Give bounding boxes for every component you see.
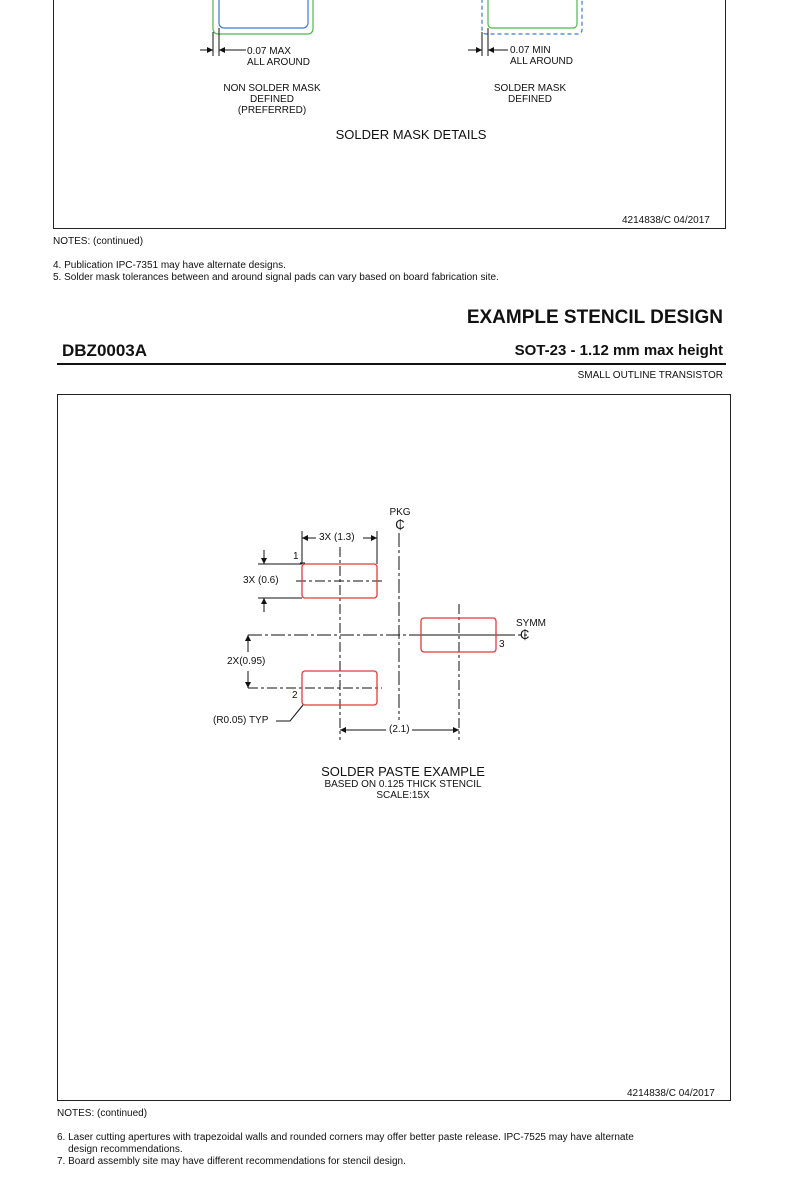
dim-pad-height: 3X (0.6) [243,575,279,586]
smd-label-line1: SOLDER MASK [493,83,567,94]
nsmd-mask-opening [212,0,314,35]
package-name: SOT-23 - 1.12 mm max height [514,342,723,359]
notes-top-heading: NOTES: (continued) [53,236,144,247]
nsmd-dim-sublabel: ALL AROUND [247,57,310,68]
pin-1-label: 1 [293,551,299,562]
smd-pad-detail [468,0,583,56]
dim-pad-pitch: 2X(0.95) [227,656,266,667]
top-doc-ref: 4214838/C 04/2017 [622,215,710,226]
nsmd-dim-label: 0.07 MAX [247,46,291,57]
solder-mask-frame [53,0,726,229]
symm-label: SYMM [516,618,546,629]
smd-mask-opening [481,0,583,35]
nsmd-copper-pad [218,0,309,29]
pkg-label: PKG [389,507,411,518]
pin-3-label: 3 [499,639,505,650]
pin-2-label: 2 [292,690,298,701]
nsmd-label-line3: (PREFERRED) [237,105,307,116]
corner-radius-label: (R0.05) TYP [213,715,269,726]
pad-3-aperture [420,617,497,653]
header-rule [57,363,726,365]
pad-1-aperture [301,563,378,599]
solder-mask-caption: SOLDER MASK DETAILS [335,127,487,142]
nsmd-pad-detail [200,0,314,56]
note-5: 5. Solder mask tolerances between and ar… [53,272,499,283]
bottom-doc-ref: 4214838/C 04/2017 [627,1088,715,1099]
nsmd-label-line2: DEFINED [250,94,294,105]
note-4: 4. Publication IPC-7351 may have alterna… [53,260,286,271]
smd-dim-label: 0.07 MIN [510,45,551,56]
smd-copper-pad [487,0,578,29]
note-6: 6. Laser cutting apertures with trapezoi… [57,1132,634,1143]
package-subtitle: SMALL OUTLINE TRANSISTOR [577,370,723,381]
symm-centerline-symbol: ₵ [520,627,530,642]
dim-pad-span: (2.1) [389,724,410,735]
dim-pad-width: 3X (1.3) [319,532,355,543]
pkg-centerline-symbol: ₵ [395,517,405,532]
pad-2-aperture [301,670,378,706]
stencil-drawing [245,531,527,740]
smd-dim-sublabel: ALL AROUND [510,56,573,67]
note-7: 7. Board assembly site may have differen… [57,1156,406,1167]
stencil-thickness-note: BASED ON 0.125 THICK STENCIL [324,779,482,790]
smd-label-line2: DEFINED [508,94,552,105]
notes-bottom-heading: NOTES: (continued) [57,1108,148,1119]
nsmd-label-line1: NON SOLDER MASK [223,83,321,94]
note-6-continued: design recommendations. [57,1144,183,1155]
scale-note: SCALE:15X [376,790,430,801]
solder-paste-caption: SOLDER PASTE EXAMPLE [321,764,485,779]
stencil-frame [57,394,731,1101]
part-number: DBZ0003A [62,341,148,360]
page-title: EXAMPLE STENCIL DESIGN [466,307,723,328]
